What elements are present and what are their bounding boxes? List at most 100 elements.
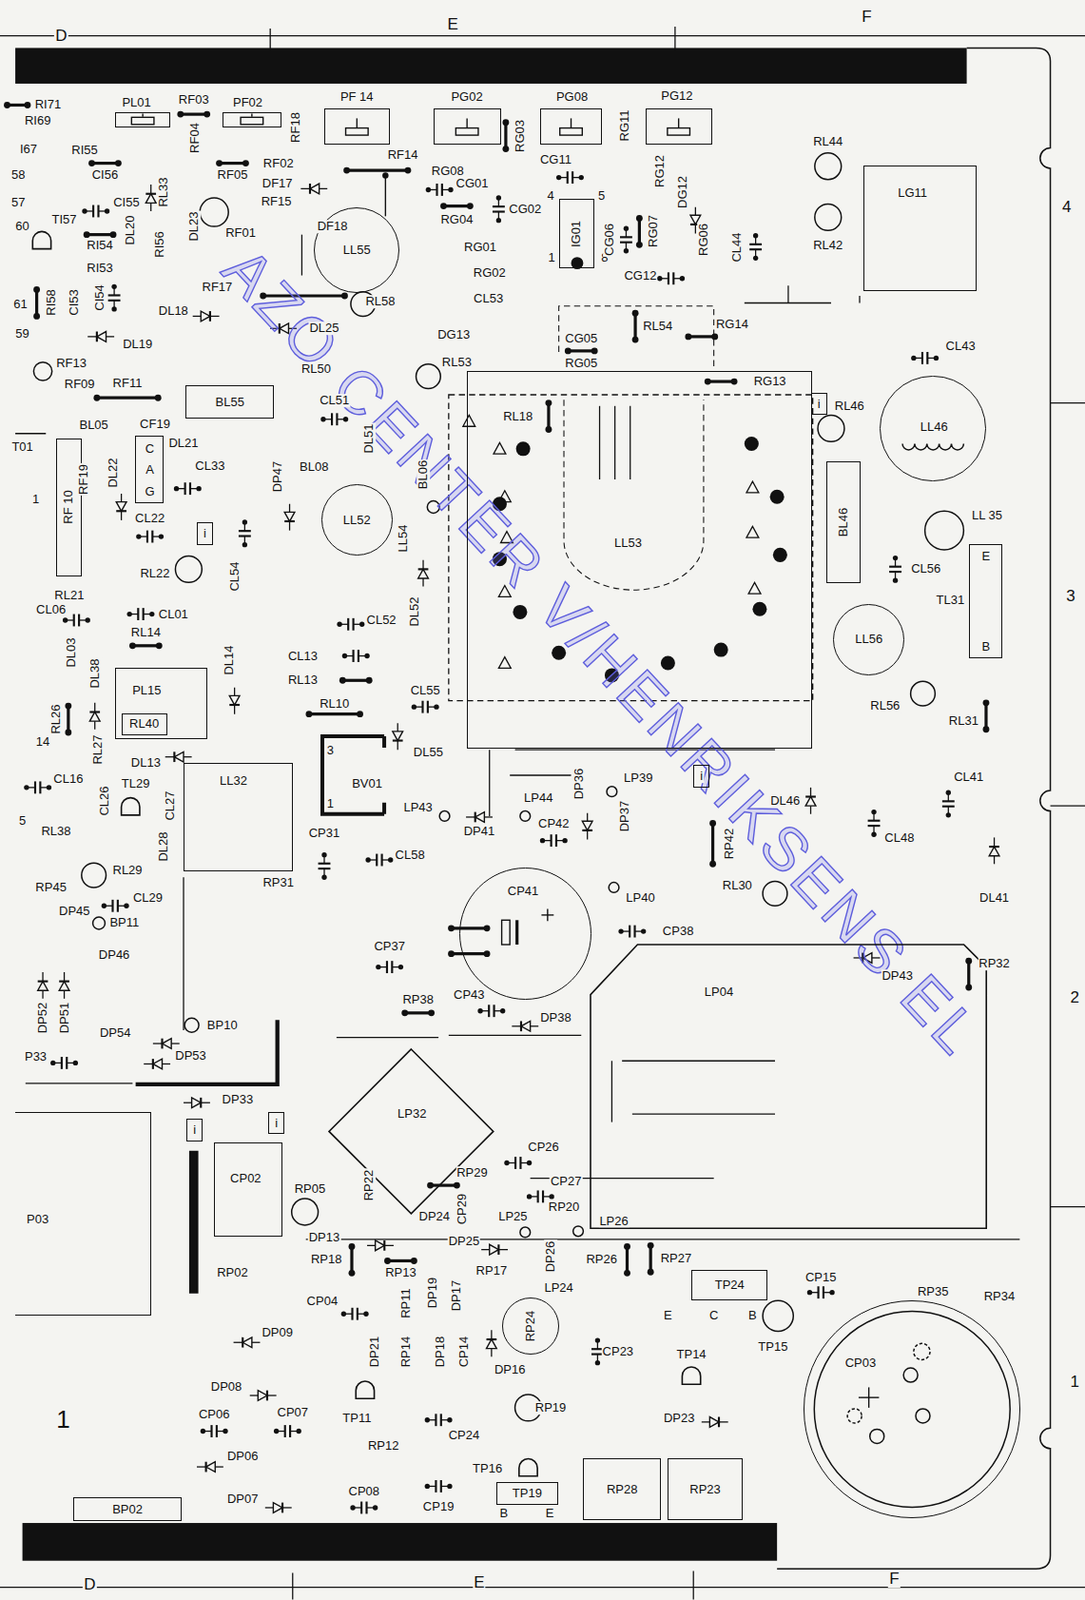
solder-pad (731, 378, 738, 386)
part-label: RI71 (34, 98, 62, 113)
solder-pad (259, 292, 267, 300)
capacitor-symbol (411, 700, 440, 714)
coil-lead (385, 174, 387, 216)
part-label: RP02 (215, 1265, 250, 1279)
component-label: LP32 (396, 1106, 427, 1121)
component-label: BL46 (836, 506, 851, 538)
capacitor-symbol (318, 852, 331, 880)
part-label: RF19 (77, 463, 91, 496)
part-label: 59 (14, 327, 30, 341)
part-label: RI55 (70, 143, 98, 157)
resistor-symbol (86, 232, 114, 236)
diode-symbol (145, 184, 156, 212)
capacitor-plate (440, 1413, 443, 1426)
solder-pad (561, 837, 567, 843)
diode-bar (383, 1240, 386, 1251)
part-label: DL51 (362, 423, 376, 455)
part-label: DP46 (97, 948, 132, 962)
capacitor-plate (38, 780, 41, 794)
part-label: DL19 (121, 338, 154, 352)
part-label: RF13 (55, 356, 88, 370)
component-box: RP23 (667, 1457, 742, 1519)
diode-triangle (89, 712, 100, 722)
component-label: LL56 (853, 633, 884, 647)
diode-bar (145, 193, 156, 195)
solder-pad (222, 1428, 228, 1434)
part-label: CP24 (447, 1428, 482, 1442)
part-label: DL03 (64, 637, 78, 669)
part-label: TL31 (935, 593, 967, 607)
part-label: CP31 (308, 826, 342, 840)
capacitor-symbol (365, 853, 393, 867)
pin-hole (847, 1408, 862, 1423)
part-label: CP37 (372, 939, 407, 953)
part-label: RP29 (455, 1165, 489, 1180)
part-label: CL55 (409, 683, 442, 698)
capacitor-plate (108, 299, 121, 302)
capacitor-symbol (868, 809, 881, 837)
copper-trace (621, 1060, 775, 1062)
part-label: RL26 (49, 702, 63, 735)
solder-pad (618, 928, 623, 933)
shape-outline (589, 943, 988, 1229)
solder-pad (647, 1241, 655, 1249)
solder-pad (343, 167, 350, 175)
pin-hole (903, 1367, 918, 1382)
capacitor-plate (73, 614, 76, 627)
component-label: i (202, 526, 208, 541)
part-label: P33 (23, 1049, 48, 1064)
capacitor-plate (926, 351, 929, 365)
solder-pad (753, 255, 758, 261)
solder-pad (647, 1268, 655, 1276)
solder-pad (104, 208, 110, 214)
diode-triangle (988, 846, 1000, 856)
part-label: DP45 (58, 904, 92, 918)
electrolytic-symbol (502, 919, 511, 945)
part-label: 60 (14, 219, 30, 233)
part-label: RP22 (362, 1168, 376, 1202)
potentiometer-symbol (346, 128, 369, 136)
part-label: 14 (35, 735, 51, 749)
diode-bar (58, 980, 70, 983)
solder-pad (502, 145, 509, 153)
capacitor-symbol (50, 1056, 78, 1069)
solder-pad (439, 811, 450, 822)
transistor-outline (32, 231, 51, 249)
solder-pad (484, 924, 491, 931)
resistor-symbol (707, 379, 735, 383)
component-label: CP41 (506, 884, 541, 898)
component-label: BL55 (214, 395, 246, 409)
resistor-symbol (347, 168, 408, 172)
solder-pad (320, 416, 326, 422)
part-label: LP26 (598, 1214, 629, 1228)
diode-symbol (265, 1502, 292, 1513)
solder-pad (595, 1359, 601, 1365)
component-box: i (186, 1118, 203, 1142)
component-label: RP28 (605, 1482, 640, 1496)
part-label: CP06 (197, 1408, 232, 1422)
pin-dot (744, 436, 759, 451)
solder-pad (753, 232, 758, 238)
pin-dot (516, 441, 531, 456)
part-label: DF17 (261, 176, 294, 191)
copper-trace (306, 1238, 1021, 1240)
part-label: CP08 (348, 1484, 382, 1498)
capacitor-plate (667, 271, 670, 285)
diode-triangle (709, 1416, 719, 1428)
part-label: RP11 (399, 1287, 413, 1320)
grid-reference: 1 (1069, 1373, 1081, 1391)
solder-pad (81, 208, 87, 214)
part-label: DP24 (418, 1210, 452, 1224)
solder-pad (545, 426, 553, 433)
part-label: DP37 (619, 799, 633, 834)
part-label: RG06 (697, 222, 711, 257)
component-label: 1 (326, 796, 335, 811)
solder-pad (871, 809, 876, 814)
diode-symbol (392, 722, 404, 750)
part-label: CI54 (93, 283, 107, 311)
grid-ruler (0, 35, 1085, 37)
diode-triangle (279, 323, 290, 334)
part-label: RG05 (563, 356, 599, 370)
polarity-mark (868, 1386, 870, 1407)
resistor-symbol (405, 1010, 432, 1014)
